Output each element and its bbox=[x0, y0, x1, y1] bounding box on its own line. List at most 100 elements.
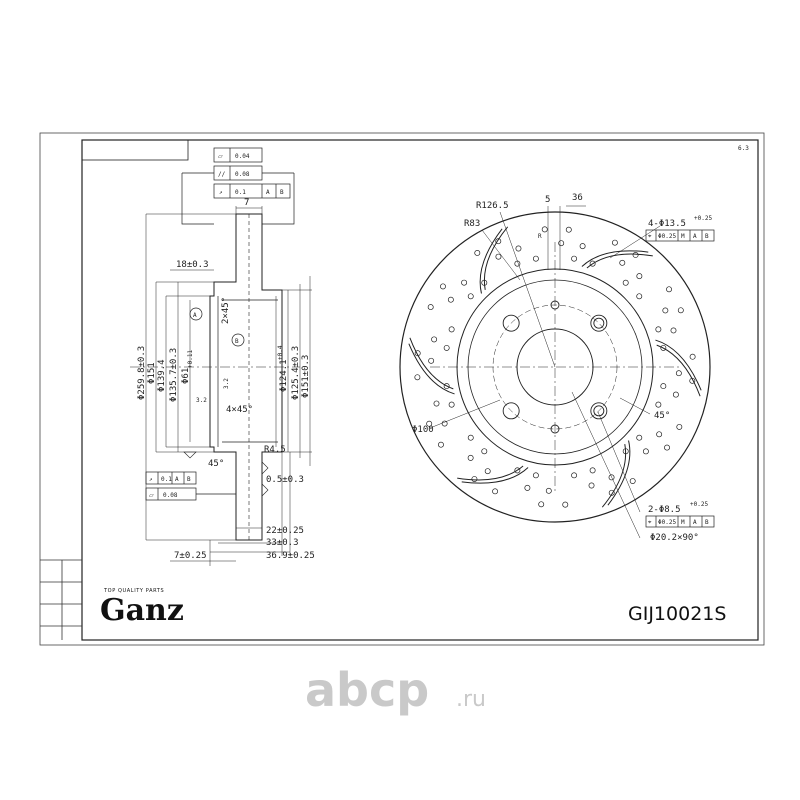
drill-hole bbox=[515, 245, 522, 252]
watermark-domain: .ru bbox=[456, 687, 486, 712]
tol-bottom-0: 0.1 bbox=[161, 476, 172, 483]
drill-hole bbox=[414, 374, 421, 381]
drill-hole bbox=[662, 307, 669, 314]
tol-hole-small-mod: M bbox=[681, 519, 685, 526]
sheet-border bbox=[39, 132, 765, 646]
parallel-icon: // bbox=[218, 171, 226, 178]
flatness-icon-2: ⏥ bbox=[149, 492, 154, 499]
dim-dia-124: Φ124.1 bbox=[279, 359, 289, 392]
dim-tol-61: +0.11 bbox=[187, 350, 194, 368]
drill-hole bbox=[441, 420, 448, 427]
dim-dia-125: Φ125.4±0.3 bbox=[291, 346, 301, 400]
drill-hole bbox=[571, 472, 578, 479]
slot bbox=[461, 467, 529, 484]
dim-r-mark: R bbox=[538, 233, 542, 240]
drill-hole bbox=[571, 255, 578, 262]
bolt-holes bbox=[502, 300, 608, 434]
disc-outer-edge bbox=[399, 211, 711, 523]
drill-hole bbox=[608, 489, 615, 496]
drill-hole bbox=[448, 326, 455, 333]
dim-holes-large-tol: +0.25 bbox=[694, 215, 712, 222]
drill-hole bbox=[467, 454, 474, 461]
bolt-hole bbox=[590, 314, 608, 332]
drill-hole bbox=[664, 444, 670, 451]
drill-hole bbox=[670, 327, 677, 334]
tol-hole-small-ref-b: B bbox=[705, 519, 709, 526]
drill-holes bbox=[414, 226, 696, 508]
drill-hole bbox=[440, 283, 446, 290]
drill-hole bbox=[431, 336, 438, 343]
tol-bottom-0-ref-a: A bbox=[175, 476, 179, 483]
slot bbox=[655, 339, 702, 391]
dim-chamfer-top: 2×45° bbox=[221, 297, 231, 324]
drill-hole bbox=[427, 304, 434, 311]
dim-chamfer-bottom: 4×45° bbox=[226, 405, 253, 415]
watermark: abcp .ru bbox=[305, 663, 486, 717]
tol-top-0: 0.04 bbox=[235, 153, 250, 160]
dim-radius-hub: 3.2 bbox=[223, 378, 230, 389]
drill-hole bbox=[495, 238, 502, 245]
brand-tagline: TOP QUALITY PARTS bbox=[103, 588, 164, 594]
dim-hub-depth: 33±0.3 bbox=[266, 538, 299, 548]
front-view bbox=[399, 205, 715, 539]
slots bbox=[408, 226, 702, 508]
drill-hole bbox=[656, 431, 663, 438]
dim-tol-124: +0.4 bbox=[277, 345, 284, 360]
dim-dia-61: Φ61 bbox=[181, 368, 191, 384]
front-view-labels: R126.5 R83 5 36 R 4-Φ13.5 +0.25 ⌖ Φ0.25 … bbox=[412, 193, 712, 543]
drill-hole bbox=[447, 296, 454, 303]
drill-hole bbox=[672, 391, 679, 398]
drill-hole bbox=[545, 487, 552, 494]
drill-hole bbox=[484, 468, 491, 475]
tol-top-2-ref-a: A bbox=[266, 189, 270, 196]
drill-hole bbox=[636, 434, 643, 441]
locating-hole bbox=[550, 300, 560, 310]
drill-hole bbox=[622, 279, 629, 286]
brand-logo: Ganz bbox=[100, 593, 184, 628]
drill-hole bbox=[532, 472, 539, 479]
dim-thickness: 22±0.25 bbox=[266, 526, 304, 536]
drill-hole bbox=[642, 448, 649, 455]
drill-hole bbox=[467, 293, 474, 300]
runout-icon-2: ↗ bbox=[149, 476, 153, 483]
drill-hole bbox=[541, 226, 548, 233]
slot bbox=[479, 228, 503, 294]
position-icon-2: ⌖ bbox=[648, 519, 652, 526]
watermark-logo: abcp bbox=[305, 663, 429, 717]
dim-bottom-width: 7±0.25 bbox=[174, 551, 207, 561]
bolt-hole-inner bbox=[593, 317, 605, 329]
drill-hole bbox=[514, 467, 521, 474]
drill-hole bbox=[608, 474, 615, 481]
flatness-icon: ⏥ bbox=[218, 153, 223, 160]
drill-hole bbox=[558, 240, 565, 247]
slot-edge bbox=[483, 226, 509, 290]
dim-dia-139: Φ139.4 bbox=[157, 359, 167, 392]
drill-hole bbox=[655, 401, 662, 408]
slot bbox=[408, 343, 455, 395]
bolt-hole bbox=[590, 402, 608, 420]
drill-hole bbox=[481, 448, 488, 455]
slot bbox=[581, 250, 649, 267]
drill-hole bbox=[689, 353, 696, 360]
drill-hole bbox=[492, 488, 499, 495]
drill-hole bbox=[474, 250, 481, 256]
drill-hole bbox=[426, 420, 433, 427]
tol-hole-large-ref-a: A bbox=[693, 233, 697, 240]
tol-top-2-ref-b: B bbox=[280, 189, 284, 196]
position-icon: ⌖ bbox=[648, 233, 652, 240]
dim-bore-chamfer: Φ20.2×90° bbox=[650, 533, 699, 543]
slot-edge bbox=[409, 337, 454, 390]
drill-hole bbox=[636, 293, 643, 300]
drawing-frame bbox=[81, 139, 759, 641]
dim-angle-36: 36 bbox=[572, 193, 583, 203]
left-margin-blocks bbox=[40, 559, 82, 640]
tol-bottom-0-ref-b: B bbox=[187, 476, 191, 483]
datum-b: B bbox=[235, 338, 239, 345]
drill-hole bbox=[677, 307, 684, 314]
title-block: TOP QUALITY PARTS Ganz GIJ10021S bbox=[100, 588, 726, 628]
drill-hole bbox=[443, 344, 450, 351]
drill-hole bbox=[443, 383, 450, 390]
dim-angle-45: 45° bbox=[654, 411, 670, 421]
tol-top-2: 0.1 bbox=[235, 189, 246, 196]
part-number: GIJ10021S bbox=[628, 603, 726, 625]
